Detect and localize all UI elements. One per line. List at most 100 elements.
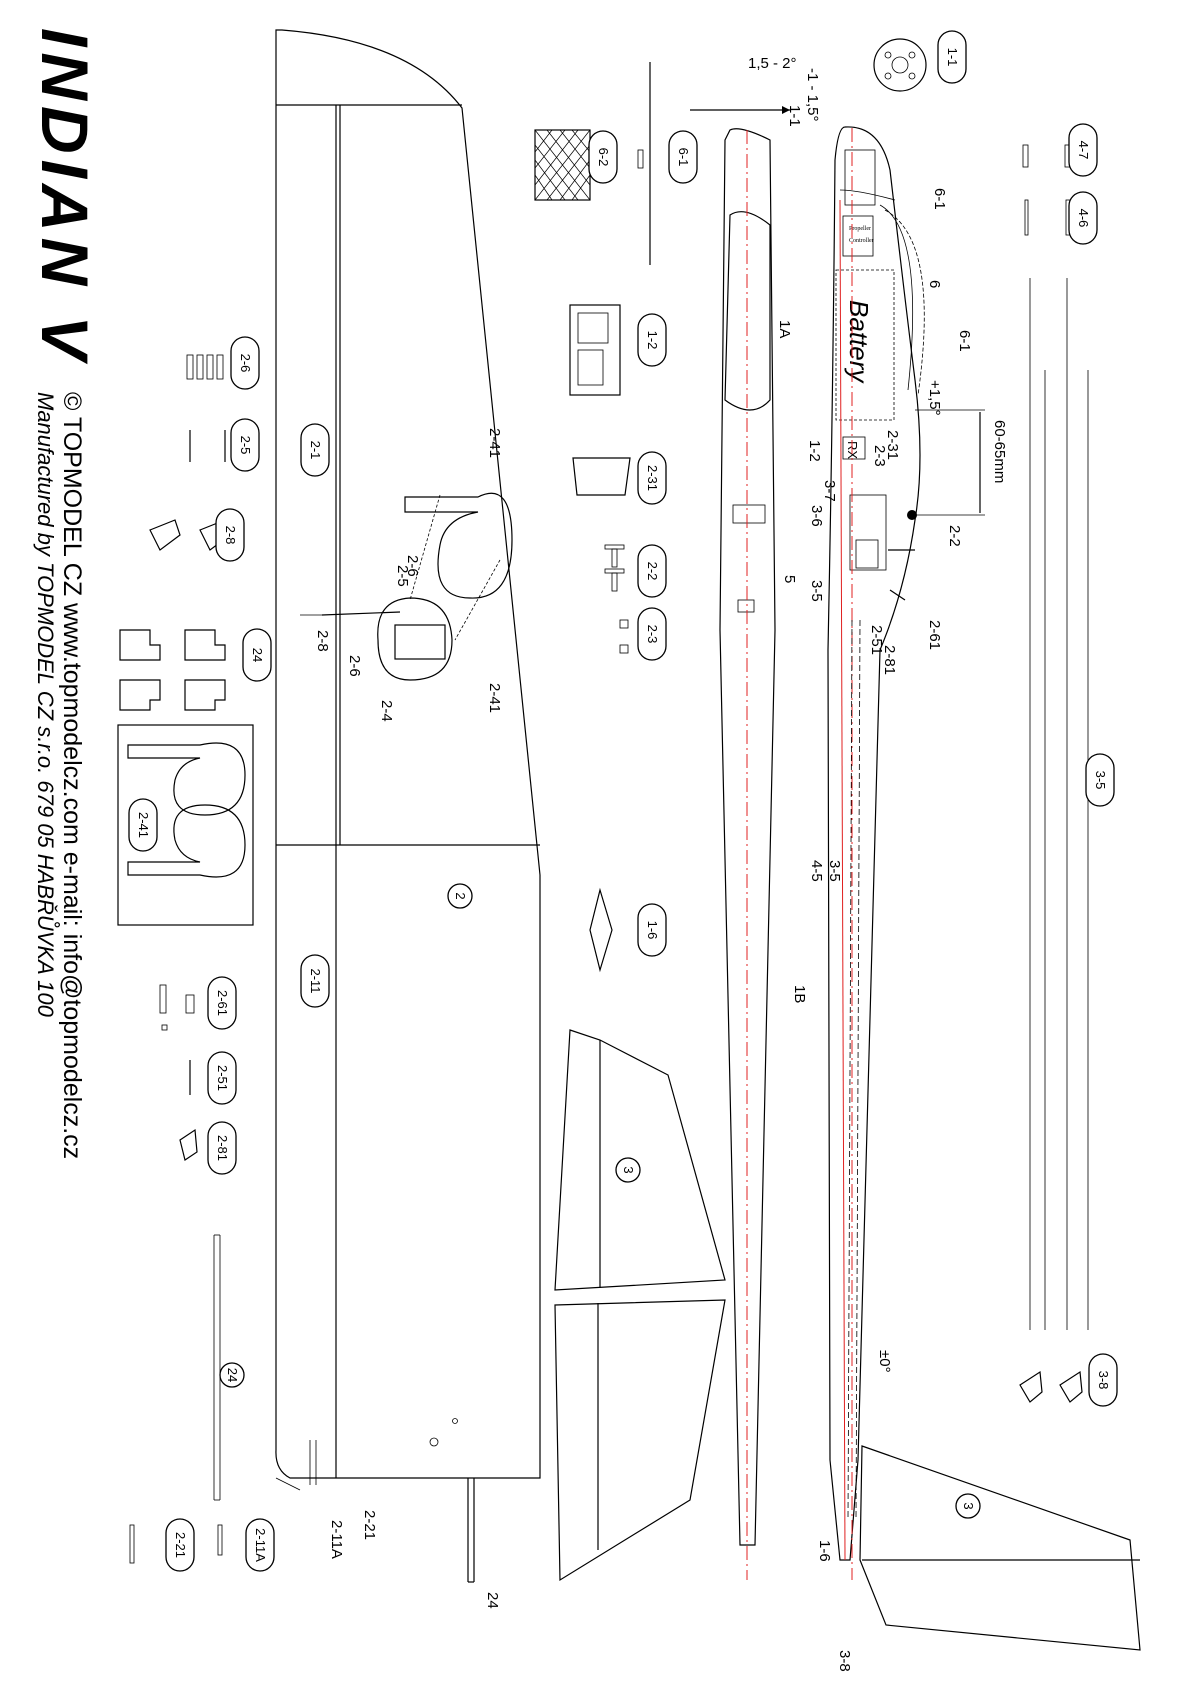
part-label-2-21: 2-21 bbox=[165, 1518, 195, 1572]
callout-c-3-7: 3-7 bbox=[821, 480, 838, 502]
part-label-1-2: 1-2 bbox=[637, 313, 667, 367]
part-label-6-1: 6-1 bbox=[668, 130, 698, 184]
svg-text:Propeller: Propeller bbox=[849, 226, 871, 232]
svg-text:Controller: Controller bbox=[849, 238, 874, 244]
part-label-4-6: 4-6 bbox=[1068, 191, 1098, 245]
part-label-6-2: 6-2 bbox=[588, 130, 618, 184]
wing-panel bbox=[275, 29, 541, 1583]
part-label-text: 2-21 bbox=[173, 1532, 188, 1558]
spinner-part bbox=[873, 38, 927, 92]
part-label-3: 3 bbox=[615, 1157, 641, 1183]
callout-c-2-6a: 2-6 bbox=[404, 555, 421, 577]
stabilizer-halves bbox=[554, 1029, 1141, 1651]
part-label-text: 4-7 bbox=[1076, 141, 1091, 160]
callout-c-6-1b: 6-1 bbox=[956, 330, 973, 352]
callout-c-4-5: 4-5 bbox=[808, 860, 825, 882]
part-label-2-11A: 2-11A bbox=[245, 1518, 275, 1572]
part-label-text: 2-1 bbox=[308, 441, 323, 460]
callout-c-3-6: 3-6 bbox=[808, 505, 825, 527]
callout-c-2-41a: 2-41 bbox=[486, 428, 503, 458]
part-label-text: 3-5 bbox=[1093, 771, 1108, 790]
part-label-text: 2-11A bbox=[253, 1528, 268, 1562]
part-label-text: 2-8 bbox=[223, 526, 238, 545]
part-label-text: 24 bbox=[225, 1368, 240, 1382]
callout-c-2-4: 2-4 bbox=[378, 700, 395, 722]
part-label-text: 2-61 bbox=[215, 990, 230, 1016]
callout-c-2-61: 2-61 bbox=[926, 620, 943, 650]
callout-cg-range: 60-65mm bbox=[991, 420, 1008, 483]
part-label-2: 2 bbox=[447, 883, 473, 909]
part-label-2-81: 2-81 bbox=[207, 1121, 237, 1175]
part-label-text: 2 bbox=[453, 892, 468, 899]
part-label-2-2: 2-2 bbox=[637, 544, 667, 598]
callout-c-1A: 1A bbox=[776, 320, 793, 338]
part-label-text: 4-6 bbox=[1076, 209, 1091, 228]
copyright-line: © TOPMODEL CZ www.topmodelcz.com e-mail:… bbox=[58, 392, 86, 1159]
part-label-text: 2-11 bbox=[308, 968, 323, 993]
part-label-1-1: 1-1 bbox=[937, 30, 967, 84]
part-label-2-41: 2-41 bbox=[128, 798, 158, 852]
callout-stab-incidence: +1,5° bbox=[926, 380, 943, 416]
callout-c-3-5a: 3-5 bbox=[808, 580, 825, 602]
part-label-2-5: 2-5 bbox=[230, 418, 260, 472]
part-label-2-11: 2-11 bbox=[300, 954, 330, 1008]
part-label-text: 1-2 bbox=[645, 331, 660, 350]
callout-c-2-2: 2-2 bbox=[946, 525, 963, 547]
part-label-text: 2-41 bbox=[136, 812, 151, 838]
callout-c-24: 24 bbox=[484, 1592, 501, 1609]
part-label-2-61: 2-61 bbox=[207, 976, 237, 1030]
fuselage-top-view bbox=[719, 128, 776, 1580]
part-label-2-31: 2-31 bbox=[637, 451, 667, 505]
callout-c-2-6b: 2-6 bbox=[346, 655, 363, 677]
part-label-1-6: 1-6 bbox=[637, 903, 667, 957]
part-label-2-1: 2-1 bbox=[300, 423, 330, 477]
part-label-3: 3 bbox=[955, 1493, 981, 1519]
part-label-2-8: 2-8 bbox=[215, 508, 245, 562]
part-label-text: 24 bbox=[250, 648, 265, 662]
callout-c-1-2: 1-2 bbox=[806, 440, 823, 462]
part-label-3-5: 3-5 bbox=[1085, 753, 1115, 807]
part-label-text: 2-6 bbox=[238, 354, 253, 373]
part-label-text: 2-3 bbox=[645, 625, 660, 644]
part-label-text: 2-31 bbox=[645, 465, 660, 491]
callout-c-1B: 1B bbox=[791, 985, 808, 1003]
callout-c-2-21: 2-21 bbox=[361, 1510, 378, 1540]
callout-c-2-51: 2-51 bbox=[868, 625, 885, 655]
part-label-text: 3 bbox=[621, 1166, 636, 1173]
callout-angle-top: 1,5 - 2° bbox=[748, 55, 797, 72]
callout-c-2-8: 2-8 bbox=[314, 630, 331, 652]
callout-c-2-11A: 2-11A bbox=[328, 1520, 345, 1559]
part-label-2-3: 2-3 bbox=[637, 607, 667, 661]
callout-c-3-8: 3-8 bbox=[836, 1650, 853, 1672]
part-label-24: 24 bbox=[242, 628, 272, 682]
part-label-text: 2-2 bbox=[645, 562, 660, 581]
callout-c-1-6: 1-6 bbox=[816, 1540, 833, 1562]
callout-c-3-5b: 3-5 bbox=[826, 860, 843, 882]
part-label-2-6: 2-6 bbox=[230, 336, 260, 390]
callout-c-1-1: 1-1 bbox=[786, 105, 803, 127]
callout-c-6: 6 bbox=[926, 280, 943, 288]
part-label-text: 3-8 bbox=[1096, 1371, 1111, 1390]
part-label-text: 1-6 bbox=[645, 921, 660, 940]
callout-c-2-41b: 2-41 bbox=[486, 683, 503, 713]
part-label-3-8: 3-8 bbox=[1088, 1353, 1118, 1407]
callout-wing-incidence: -1 - 1,5° bbox=[804, 68, 821, 122]
part-label-text: 2-5 bbox=[238, 436, 253, 455]
callout-c-2-5: 2-5 bbox=[394, 565, 411, 587]
callout-c-2-31: 2-31 bbox=[884, 430, 901, 460]
part-label-4-7: 4-7 bbox=[1068, 123, 1098, 177]
plan-title: INDIAN V bbox=[28, 28, 102, 366]
part-label-text: 1-1 bbox=[945, 48, 960, 67]
part-label-2-51: 2-51 bbox=[207, 1051, 237, 1105]
battery-label: Battery bbox=[844, 300, 874, 384]
part-label-text: 6-1 bbox=[676, 148, 691, 167]
callout-c-2-81: 2-81 bbox=[881, 645, 898, 675]
fuselage-side-view: Propeller Controller Battery RX bbox=[827, 126, 925, 1580]
part-label-text: 6-2 bbox=[596, 148, 611, 167]
callout-c-6-1a: 6-1 bbox=[931, 188, 948, 210]
part-label-text: 2-81 bbox=[215, 1135, 230, 1161]
part-label-24: 24 bbox=[219, 1362, 245, 1388]
part-label-text: 3 bbox=[961, 1502, 976, 1509]
part-label-text: 2-51 bbox=[215, 1065, 230, 1091]
